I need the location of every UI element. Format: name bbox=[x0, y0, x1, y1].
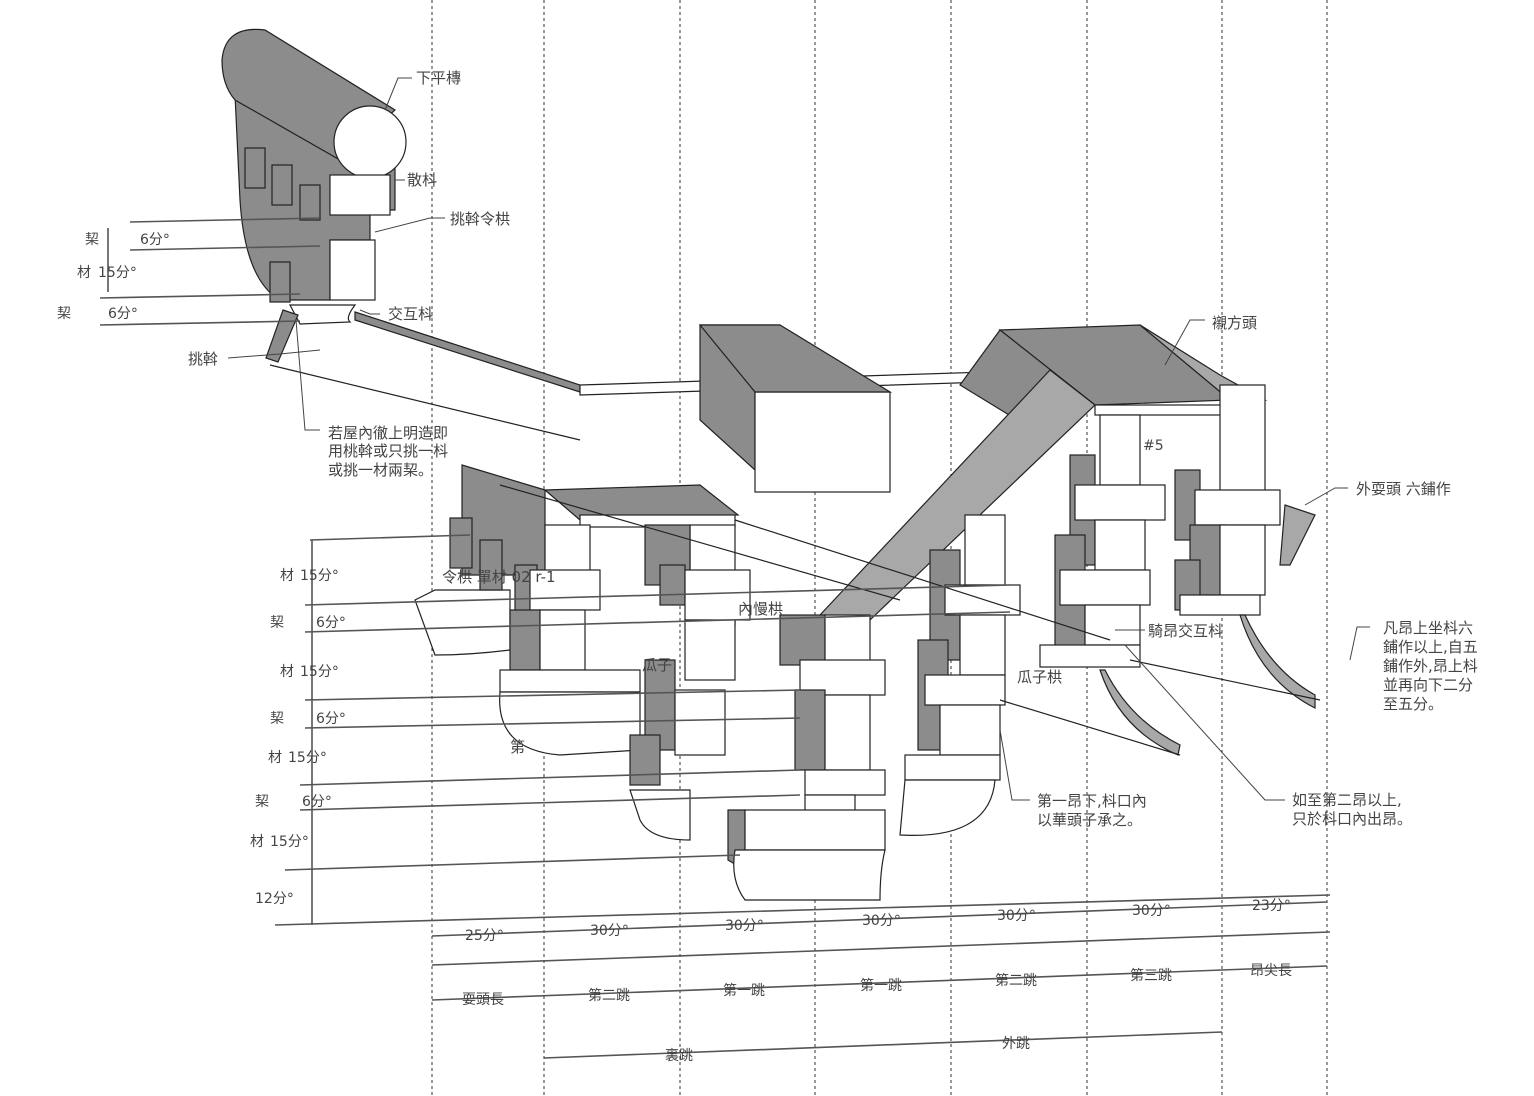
note-second-ang-2: 只於枓口內出昂。 bbox=[1292, 810, 1412, 828]
dim-main-value-5: 6分° bbox=[302, 794, 332, 810]
dim-bottom-3: 30分° bbox=[862, 913, 901, 929]
dim-top-name-0: 栔 bbox=[85, 232, 99, 248]
dim-bottom-0: 25分° bbox=[465, 928, 504, 944]
label-nei-mangong: 內慢栱 bbox=[738, 600, 783, 618]
dim-bottom-2: 30分° bbox=[725, 918, 764, 934]
label-tiaowo-linggong: 挑斡令栱 bbox=[450, 210, 510, 228]
dim-main-value-0: 15分° bbox=[300, 568, 339, 584]
bottom-name-5: 第三跳 bbox=[1130, 967, 1172, 984]
note-ang-4: 並再向下二分 bbox=[1383, 676, 1473, 694]
leader-lines bbox=[227, 77, 1370, 801]
dim-main-name-2: 材 bbox=[280, 664, 294, 680]
note-inner-1: 若屋內徹上明造即 bbox=[328, 424, 448, 442]
dim-top-value-2: 6分° bbox=[108, 306, 138, 322]
label-san-dou: 散枓 bbox=[407, 171, 437, 189]
label-hash5: #5 bbox=[1143, 438, 1164, 454]
bottom-name-1: 第二跳 bbox=[588, 987, 630, 1004]
annotation-labels: 下平槫 散枓 挑斡令栱 交互枓 挑斡 若屋內徹上明造即 用桃斡或只挑一枓 或挑一… bbox=[188, 69, 1478, 829]
bottom-name-4: 第二跳 bbox=[995, 972, 1037, 989]
note-inner-2: 用桃斡或只挑一枓 bbox=[328, 442, 448, 460]
dim-main-value-4: 15分° bbox=[288, 750, 327, 766]
bottom-name-3: 第一跳 bbox=[860, 977, 902, 994]
dim-main-name-0: 材 bbox=[280, 568, 294, 584]
note-ang-1: 凡昂上坐枓六 bbox=[1383, 619, 1473, 637]
label-wai-shuatou: 外耍頭 六鋪作 bbox=[1356, 480, 1451, 498]
dim-main-value-6: 15分° bbox=[270, 834, 309, 850]
bottom-name-0: 耍頭長 bbox=[462, 992, 504, 1008]
dim-main-name-1: 栔 bbox=[270, 615, 284, 631]
main-assembly bbox=[461, 324, 1268, 626]
label-guazi: 瓜子 bbox=[642, 656, 672, 674]
label-purlin: 下平槫 bbox=[416, 69, 461, 87]
label-chenfangtou: 襯方頭 bbox=[1212, 314, 1257, 332]
span-outer: 外跳 bbox=[1002, 1036, 1030, 1052]
bottom-name-6: 昂尖長 bbox=[1250, 963, 1292, 979]
label-jiaohu-dou: 交互枓 bbox=[388, 305, 433, 323]
dim-bottom-4: 30分° bbox=[997, 908, 1036, 924]
label-guazi-gong: 瓜子栱 bbox=[1017, 668, 1062, 686]
dim-top-value-0: 6分° bbox=[140, 232, 170, 248]
label-tiaowo: 挑斡 bbox=[188, 350, 218, 368]
note-second-ang-1: 如至第二昂以上, bbox=[1292, 791, 1402, 809]
left-dimension-labels: 栔 6分° 材 15分° 栔 6分° 材 15分° 栔 6分° 材 15分° 栔… bbox=[57, 232, 346, 907]
dim-main-value-3: 6分° bbox=[316, 711, 346, 727]
note-ang-2: 鋪作以上,自五 bbox=[1383, 638, 1478, 656]
span-inner: 裏跳 bbox=[665, 1047, 693, 1064]
dim-main-value-1: 6分° bbox=[316, 615, 346, 631]
label-qiang-jiaohu-dou: 騎昂交互枓 bbox=[1148, 622, 1223, 640]
dim-main-value-7: 12分° bbox=[255, 891, 294, 907]
dim-main-name-3: 栔 bbox=[270, 711, 284, 727]
label-linggong-tag: 令栱 單材 02 r-1 bbox=[442, 568, 556, 586]
dim-main-name-4: 材 bbox=[268, 750, 282, 766]
note-ang-3: 鋪作外,昂上枓 bbox=[1383, 657, 1478, 675]
dim-bottom-1: 30分° bbox=[590, 923, 629, 939]
label-di: 第 bbox=[510, 738, 525, 756]
bottom-dimensions: 25分° 30分° 30分° 30分° 30分° 30分° 23分° 耍頭長 第… bbox=[431, 898, 1328, 1064]
dim-main-value-2: 15分° bbox=[300, 664, 339, 680]
note-first-ang-1: 第一昂下,枓口內 bbox=[1037, 792, 1147, 810]
dim-bottom-5: 30分° bbox=[1132, 903, 1171, 919]
dim-bottom-6: 23分° bbox=[1252, 898, 1291, 914]
dim-top-name-2: 栔 bbox=[57, 306, 71, 322]
bottom-name-2: 第一跳 bbox=[723, 982, 765, 999]
dim-main-name-5: 栔 bbox=[255, 794, 269, 810]
note-first-ang-2: 以華頭子承之。 bbox=[1037, 811, 1142, 829]
dim-top-name-1: 材 bbox=[77, 265, 91, 281]
left-dimension-lines bbox=[99, 217, 1331, 966]
note-ang-5: 至五分。 bbox=[1383, 695, 1443, 713]
note-inner-3: 或挑一材兩栔。 bbox=[328, 461, 433, 479]
dim-top-value-1: 15分° bbox=[98, 265, 137, 281]
dim-main-name-6: 材 bbox=[250, 834, 264, 850]
bracket-stacks bbox=[414, 454, 1321, 901]
tiaowo-assembly bbox=[221, 28, 581, 441]
